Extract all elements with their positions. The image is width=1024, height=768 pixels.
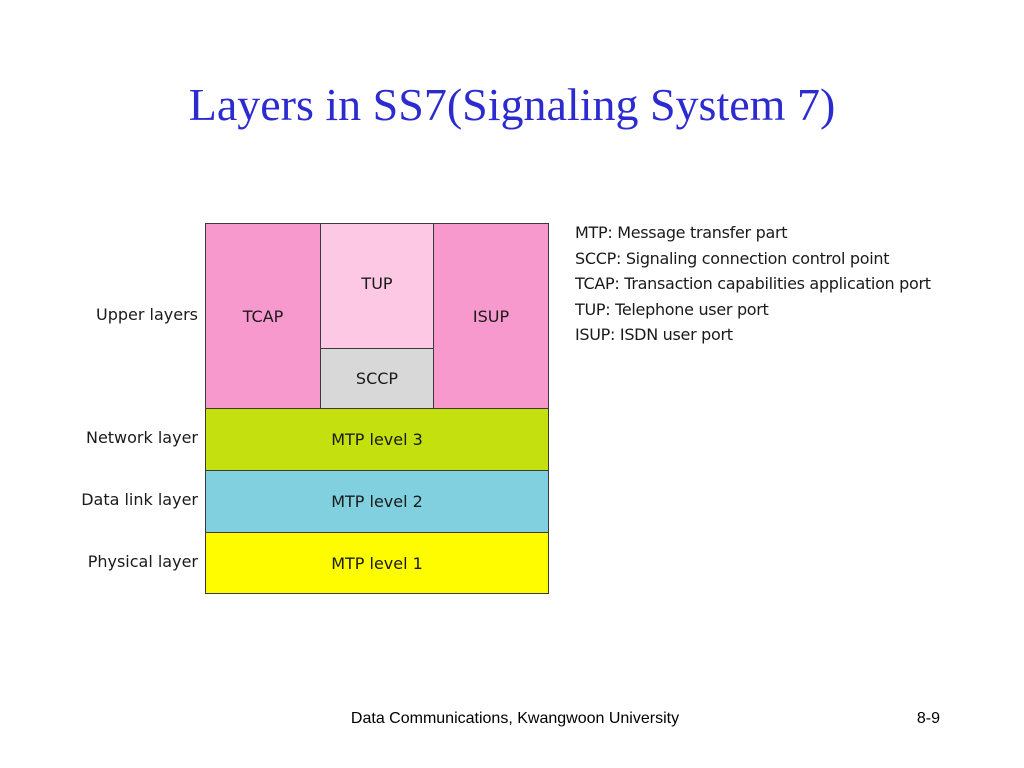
layer-label-physical: Physical layer bbox=[87, 552, 198, 571]
block-mtp-level-1-label: MTP level 1 bbox=[331, 553, 423, 573]
block-sccp: SCCP bbox=[320, 348, 434, 409]
block-mtp-level-1: MTP level 1 bbox=[205, 532, 549, 594]
legend-item-mtp: MTP: Message transfer part bbox=[575, 223, 788, 242]
block-tup-label: TUP bbox=[361, 274, 393, 293]
block-tcap: TCAP bbox=[205, 223, 321, 409]
block-isup-label: ISUP bbox=[472, 306, 510, 326]
legend-item-tcap: TCAP: Transaction capabilities applicati… bbox=[575, 274, 931, 293]
block-isup: ISUP bbox=[433, 223, 549, 409]
block-tup: TUP bbox=[320, 223, 434, 349]
layer-label-upper: Upper layers bbox=[95, 305, 198, 324]
block-tcap-label: TCAP bbox=[242, 306, 284, 326]
layer-label-data-link: Data link layer bbox=[81, 490, 198, 509]
slide-title: Layers in SS7(Signaling System 7) bbox=[188, 79, 836, 130]
legend-item-tup: TUP: Telephone user port bbox=[575, 299, 769, 319]
footer-page-number: 8-9 bbox=[916, 710, 940, 727]
block-sccp-label: SCCP bbox=[355, 369, 399, 388]
block-mtp-level-3: MTP level 3 bbox=[205, 408, 549, 471]
layer-label-network: Network layer bbox=[85, 428, 198, 447]
legend-item-sccp: SCCP: Signaling connection control point bbox=[575, 248, 890, 268]
block-mtp-level-2: MTP level 2 bbox=[205, 470, 549, 533]
abbreviation-legend: MTP: Message transfer part SCCP: Signali… bbox=[575, 220, 931, 348]
legend-item-isup: ISUP: ISDN user port bbox=[575, 325, 733, 344]
block-mtp-level-2-label: MTP level 2 bbox=[331, 492, 423, 511]
footer-course: Data Communications, Kwangwoon Universit… bbox=[350, 710, 680, 727]
block-mtp-level-3-label: MTP level 3 bbox=[331, 430, 423, 449]
